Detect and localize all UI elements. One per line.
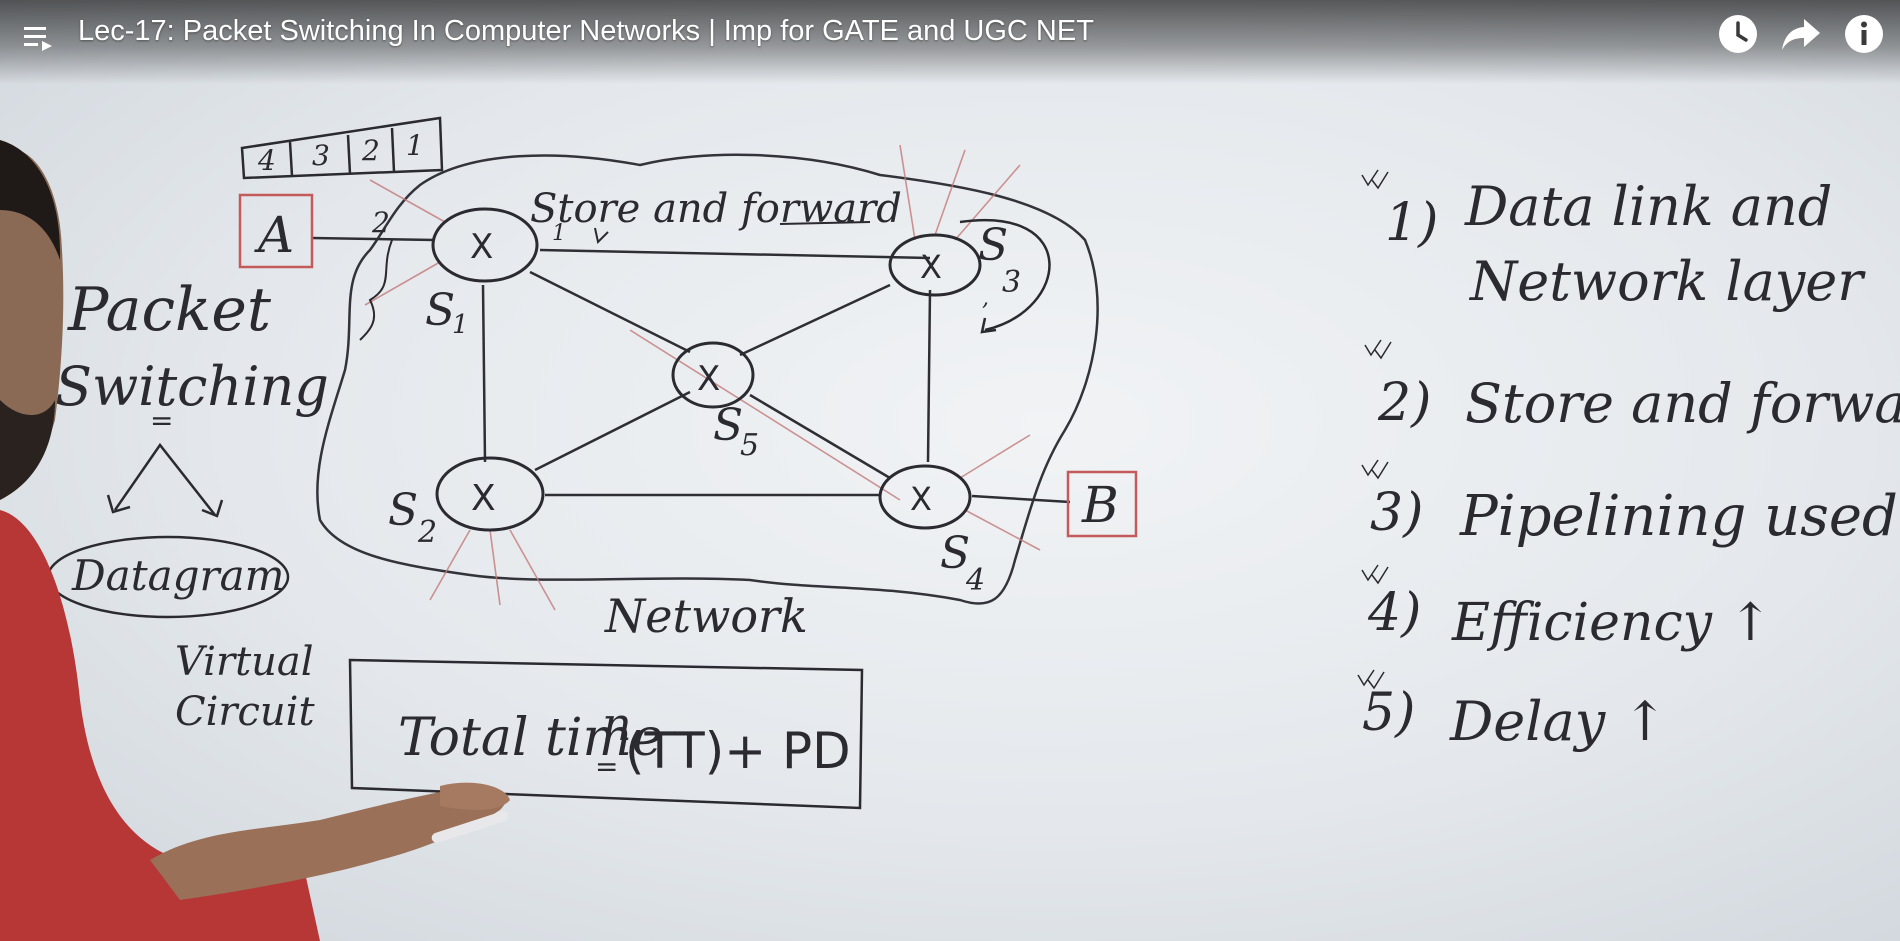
share-arrow-icon[interactable]	[1780, 13, 1822, 55]
point-4-text: Efficiency ↑	[1451, 593, 1772, 653]
point-3-text: Pipelining used	[1459, 484, 1898, 549]
svg-text:3: 3	[1002, 265, 1021, 300]
point-1-num: 1)	[1385, 193, 1438, 253]
svg-text:S: S	[425, 285, 455, 336]
point-4-num: 4)	[1367, 583, 1421, 643]
svg-text:S: S	[713, 400, 743, 451]
points-list: 1) Data link and Network layer 2) Store …	[1357, 169, 1900, 753]
network-label: Network	[604, 589, 808, 643]
point-5-num: 5)	[1362, 683, 1415, 743]
switch-s1: X S 1	[425, 207, 539, 340]
point-1-line2: Network layer	[1468, 250, 1866, 313]
svg-text:1: 1	[406, 129, 424, 162]
virtual-label: Virtual	[175, 639, 314, 685]
svg-text:=: =	[595, 750, 618, 783]
presenter	[0, 140, 510, 941]
svg-text:S: S	[940, 528, 970, 579]
svg-text:1: 1	[452, 310, 469, 340]
network-links	[311, 236, 1071, 504]
datagram-label: Datagram	[71, 551, 284, 600]
point-3-num: 3)	[1370, 483, 1423, 543]
svg-text:S: S	[978, 220, 1008, 271]
arrow-num: 2	[371, 206, 390, 239]
circuit-label: Circuit	[175, 689, 315, 735]
svg-text:1: 1	[552, 221, 566, 246]
point-1-line1: Data link and	[1464, 175, 1832, 238]
svg-text:n: n	[602, 697, 632, 751]
branch-arrows	[113, 442, 216, 516]
switch-s4: X S 4	[878, 464, 985, 598]
svg-text:B: B	[1081, 476, 1119, 534]
svg-text:5: 5	[740, 428, 759, 463]
svg-text:S: S	[388, 485, 418, 536]
switch-s5: X S 5	[671, 341, 759, 463]
svg-text:(TT)+ PD: (TT)+ PD	[625, 722, 851, 780]
svg-text:X: X	[697, 359, 720, 399]
loop-arrow	[959, 219, 1051, 332]
point-5-text: Delay ↑	[1449, 690, 1668, 753]
video-title[interactable]: Lec-17: Packet Switching In Computer Net…	[78, 15, 1094, 47]
svg-text:=: =	[150, 404, 173, 437]
point-2-text: Store and forward	[1465, 372, 1900, 435]
store-forward-label: Store and forward	[530, 186, 902, 232]
point-2-num: 2)	[1377, 373, 1431, 433]
clock-icon[interactable]	[1717, 13, 1759, 55]
svg-text:4: 4	[257, 144, 276, 177]
red-hint-lines	[364, 144, 1041, 611]
packet-queue: 4 3 2 1	[240, 116, 444, 180]
player-top-bar: Lec-17: Packet Switching In Computer Net…	[0, 0, 1900, 84]
svg-text:Total time: Total time	[398, 708, 663, 768]
svg-text:X: X	[471, 478, 496, 519]
svg-text:2: 2	[417, 515, 437, 550]
packet-label: Packet	[67, 275, 272, 345]
s3-comma: ,	[982, 286, 989, 311]
svg-text:X: X	[470, 227, 493, 267]
switch-s2: X S 2	[388, 456, 545, 550]
svg-text:3: 3	[312, 139, 330, 172]
svg-text:X: X	[920, 248, 942, 286]
network-cloud	[316, 153, 1099, 605]
svg-text:X: X	[910, 480, 932, 518]
playlist-icon[interactable]	[22, 20, 56, 54]
host-a: A	[238, 193, 314, 269]
svg-text:2: 2	[361, 134, 380, 167]
svg-text:A: A	[254, 206, 294, 264]
host-b: B	[1066, 470, 1138, 538]
switch-s3: X S 3	[888, 220, 1021, 300]
svg-text:4: 4	[965, 563, 985, 598]
info-icon[interactable]	[1843, 13, 1885, 55]
formula-box: Total time = n (TT)+ PD	[348, 658, 864, 810]
switching-label: Switching	[55, 355, 329, 418]
